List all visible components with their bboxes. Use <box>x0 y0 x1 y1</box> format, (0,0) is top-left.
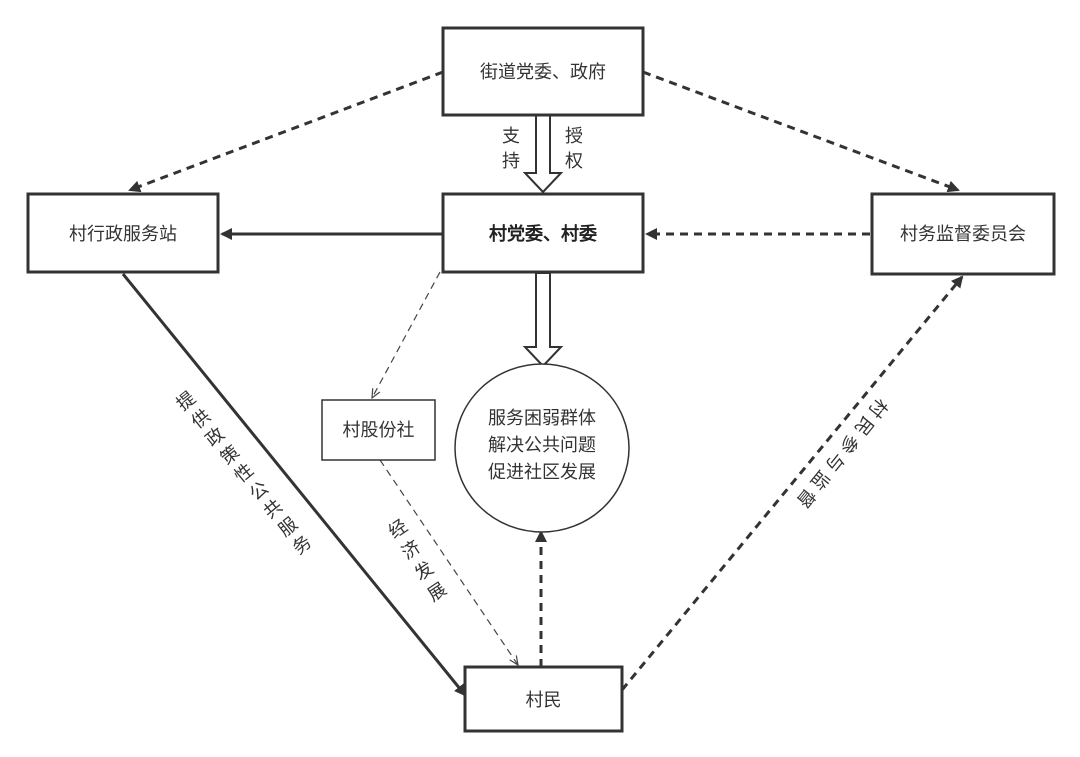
node-street-party: 街道党委、政府 <box>441 26 645 117</box>
node-village-shareholding-label: 村股份社 <box>343 420 415 441</box>
node-village-committee: 村党委、村委 <box>441 192 645 274</box>
node-village-committee-label: 村党委、村委 <box>489 223 597 245</box>
node-village-service-station: 村行政服务站 <box>26 192 220 274</box>
edge-label-support: 支 持 <box>502 126 520 172</box>
edge-label-authorize: 授 权 <box>565 126 583 172</box>
node-villagers: 村民 <box>463 665 624 733</box>
edge-label-economic-char-1: 经 <box>385 516 412 543</box>
node-street-party-label: 街道党委、政府 <box>480 62 606 83</box>
node-supervision-committee-label: 村务监督委员会 <box>900 224 1026 245</box>
edge-label-support-char-2: 持 <box>502 151 520 172</box>
node-supervision-committee: 村务监督委员会 <box>870 192 1056 276</box>
edge-label-participation-supervision: 村 民 参 与 监 督 <box>792 394 892 511</box>
hollow-arrow-street-to-committee <box>522 114 564 194</box>
edge-label-public-service: 提 供 政 策 性 公 共 服 务 <box>173 388 316 560</box>
edge-label-economic-char-2: 济 <box>398 537 425 564</box>
node-goals-line-2: 解决公共问题 <box>488 435 596 456</box>
node-villagers-label: 村民 <box>526 690 562 711</box>
edge-label-support-char-1: 支 <box>502 126 520 147</box>
edge-service-station-to-villagers <box>121 273 467 697</box>
node-goals-line-1: 服务困弱群体 <box>488 408 596 429</box>
edge-label-economic-char-3: 发 <box>411 558 438 585</box>
node-goals: 服务困弱群体 解决公共问题 促进社区发展 <box>454 363 630 533</box>
node-village-service-station-label: 村行政服务站 <box>69 224 177 245</box>
edge-label-authorize-char-2: 权 <box>565 151 583 172</box>
edge-street-to-supervision <box>642 70 960 193</box>
edge-villagers-to-supervision <box>620 275 964 691</box>
edge-label-supervision-char-6: 督 <box>792 484 820 511</box>
edge-label-economic-development: 经 济 发 展 <box>385 516 451 606</box>
edge-label-economic-char-4: 展 <box>424 579 451 606</box>
edge-committee-to-shareholding <box>372 271 441 398</box>
hollow-arrow-committee-to-goals <box>522 272 564 368</box>
node-village-shareholding: 村股份社 <box>321 399 436 461</box>
edge-street-to-service-station <box>128 70 444 193</box>
node-goals-line-3: 促进社区发展 <box>488 462 596 483</box>
edge-label-authorize-char-1: 授 <box>565 126 583 147</box>
edge-shareholding-to-villagers <box>379 459 518 665</box>
